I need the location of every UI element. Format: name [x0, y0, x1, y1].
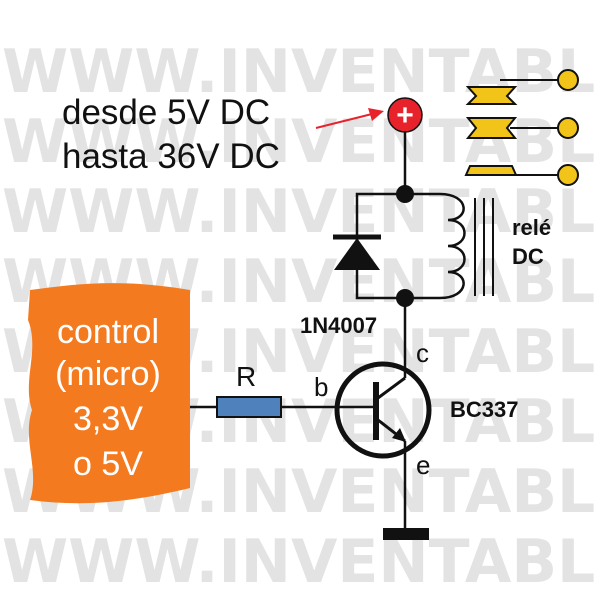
junction-dot	[396, 289, 414, 307]
diode-label: 1N4007	[300, 313, 377, 338]
resistor-label: R	[236, 361, 256, 392]
control-block	[28, 283, 190, 504]
contact-terminal	[557, 164, 579, 186]
plus-symbol: +	[396, 99, 414, 132]
supply-label-line2: hasta 36V DC	[62, 137, 280, 176]
emitter-label: e	[416, 450, 430, 480]
transistor-symbol	[334, 361, 432, 459]
control-label-line4: o 5V	[73, 445, 143, 483]
supply-arrow	[315, 108, 384, 129]
control-label-line1: control	[57, 313, 159, 351]
transistor-label: BC337	[450, 397, 518, 422]
contact-terminal	[557, 117, 579, 139]
plus-terminal: +	[387, 97, 423, 133]
base-label: b	[314, 372, 328, 402]
ground-symbol	[383, 528, 429, 540]
control-label-line3: 3,3V	[73, 400, 143, 438]
supply-label-line1: desde 5V DC	[62, 93, 270, 132]
relay-contacts	[464, 69, 579, 186]
junction-dot	[396, 185, 414, 203]
watermark-text: WWW.INVENTABLE.EU	[2, 177, 600, 247]
relay-label-line1: relé	[512, 215, 551, 240]
diode-symbol	[333, 234, 381, 270]
relay-label-line2: DC	[512, 244, 544, 269]
resistor-symbol	[216, 396, 282, 418]
watermark-text: WWW.INVENTABLE.EU	[2, 527, 600, 597]
collector-label: c	[416, 338, 429, 368]
control-label-line2: (micro)	[55, 355, 161, 393]
contact-terminal	[557, 69, 579, 91]
relay-coil	[439, 192, 494, 300]
